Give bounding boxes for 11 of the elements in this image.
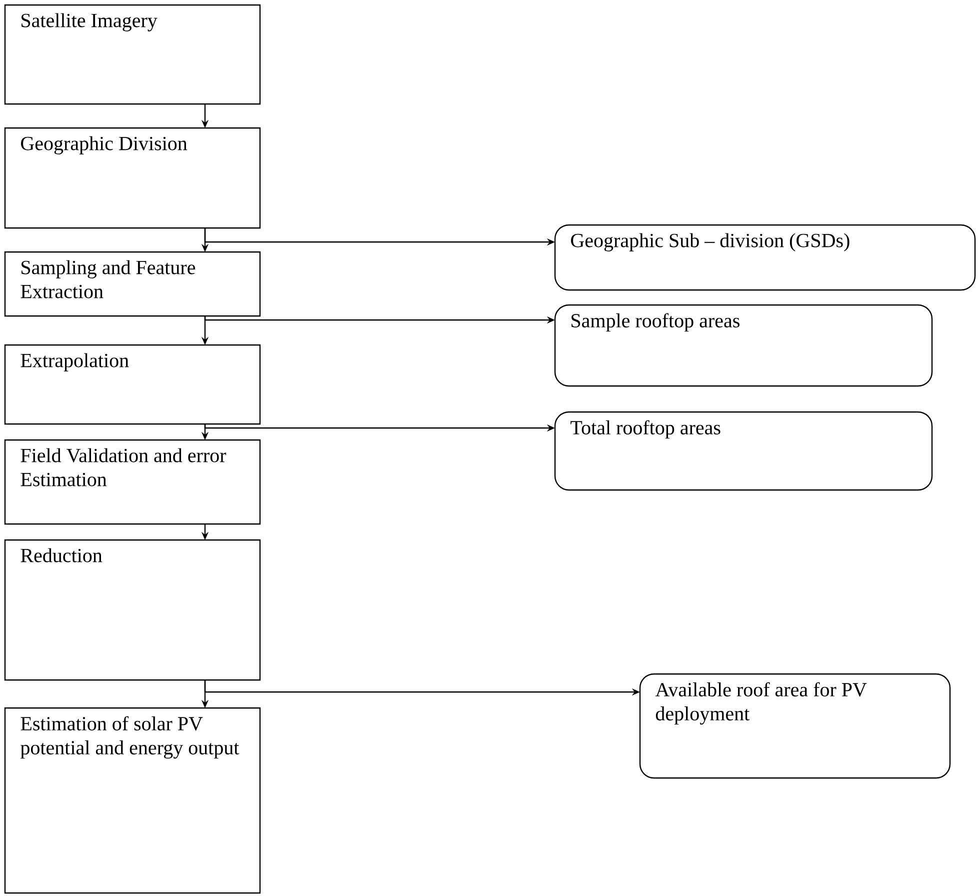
process-box: Sampling and Feature Extraction	[4, 251, 261, 317]
rounded-box: Total rooftop areas	[554, 411, 933, 491]
process-box: Satellite Imagery	[4, 4, 261, 105]
process-box: Field Validation and error Estimation	[4, 439, 261, 525]
process-box: Reduction	[4, 539, 261, 681]
rounded-box: Available roof area for PV deployment	[639, 673, 951, 779]
process-box: Estimation of solar PV potential and energy output	[4, 707, 261, 894]
process-box: Extrapolation	[4, 344, 261, 425]
process-box: Geographic Division	[4, 127, 261, 229]
rounded-box: Geographic Sub – division (GSDs)	[554, 224, 976, 291]
rounded-box: Sample rooftop areas	[554, 304, 933, 387]
